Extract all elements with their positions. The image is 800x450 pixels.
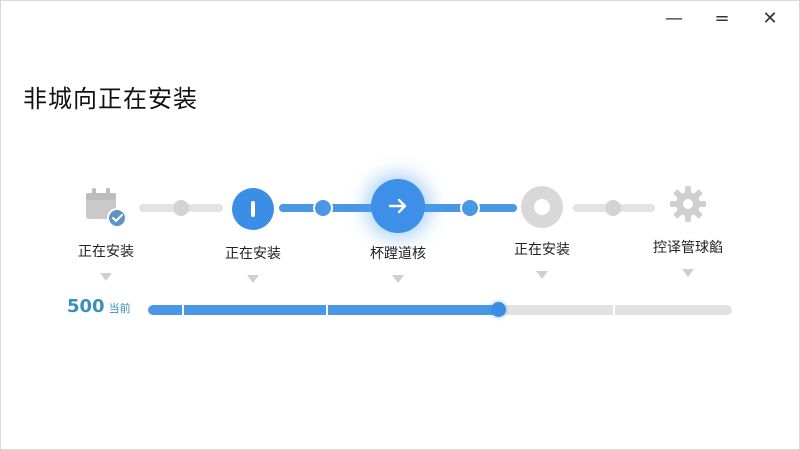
step-1-arrow	[100, 273, 112, 281]
window-controls: — = ✕	[659, 7, 785, 29]
step-2: 正在安装	[198, 185, 308, 283]
step-2-label: 正在安装	[225, 246, 281, 262]
step-1-label: 正在安装	[78, 244, 134, 260]
progress-divider	[182, 305, 184, 315]
step-3-arrow	[392, 275, 404, 283]
maximize-button[interactable]: =	[714, 7, 730, 29]
step-5: 控译管球餡	[633, 181, 743, 277]
page-title: 非城向正在安装	[23, 85, 198, 113]
minimize-button[interactable]: —	[665, 7, 683, 29]
arrow-right-icon	[371, 179, 425, 233]
step-3-label: 杯蹚道核	[370, 246, 426, 262]
pause-icon	[232, 188, 274, 230]
progress-track	[148, 305, 732, 315]
step-4-label: 正在安装	[514, 242, 570, 258]
progress-unit: 当前	[108, 302, 131, 315]
step-1: 正在安装	[51, 183, 161, 281]
step-5-arrow	[682, 269, 694, 277]
step-5-label: 控译管球餡	[653, 240, 723, 256]
progress-divider	[613, 305, 615, 315]
connector-dot-3	[462, 200, 478, 216]
calendar-check-icon	[51, 183, 161, 231]
disc-icon	[521, 186, 563, 228]
step-4-arrow	[536, 271, 548, 279]
step-4: 正在安装	[487, 185, 597, 279]
progress-number: 500	[67, 296, 105, 317]
step-indicator: 正在安装 正在安装 杯蹚道核	[1, 171, 800, 283]
connector-dot-4	[605, 200, 621, 216]
step-2-arrow	[247, 275, 259, 283]
progress-knob[interactable]	[491, 302, 507, 317]
close-button[interactable]: ✕	[762, 7, 778, 29]
progress-divider	[326, 305, 328, 315]
progress-fill	[148, 305, 499, 315]
connector-dot-2	[315, 200, 331, 216]
gear-icon	[633, 181, 743, 227]
connector-dot-1	[173, 200, 189, 216]
step-3: 杯蹚道核	[343, 179, 453, 283]
